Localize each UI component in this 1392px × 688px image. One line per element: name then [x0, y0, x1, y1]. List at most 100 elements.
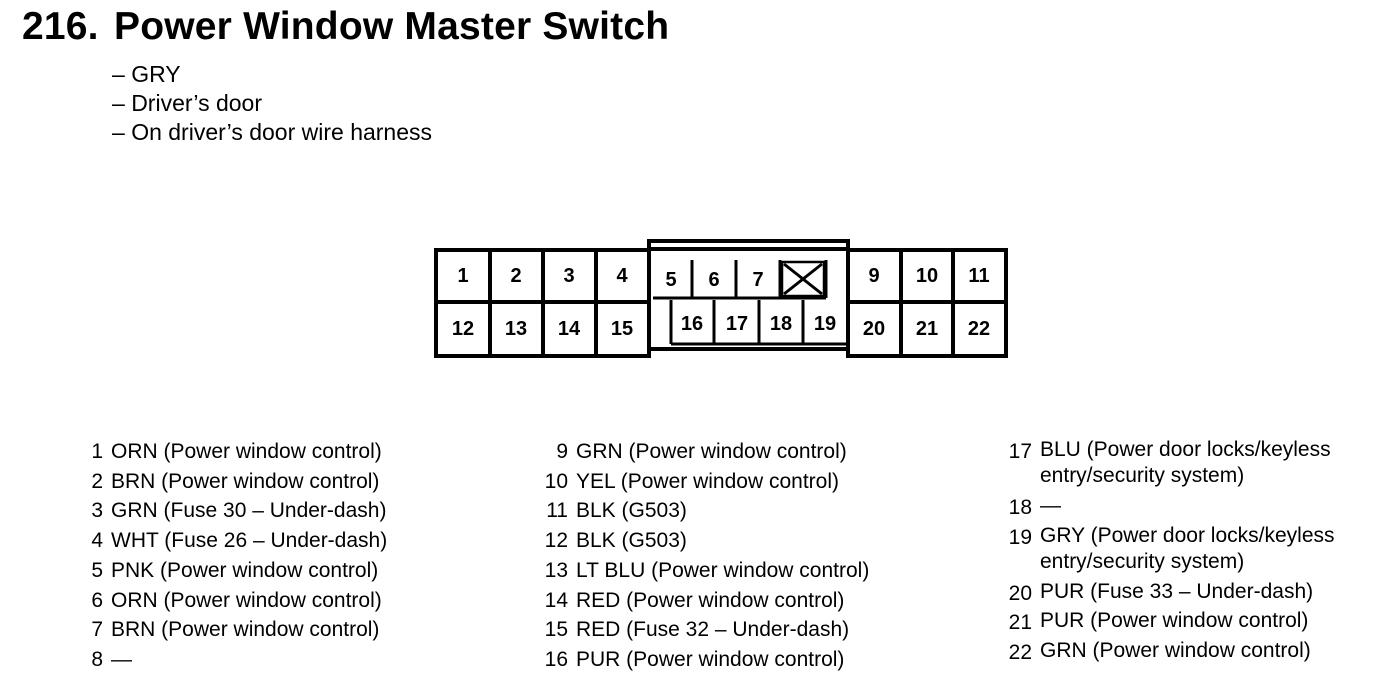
connector-housing: [434, 239, 1008, 358]
pin-entry: 19 GRY (Power door locks/keyless entry/se…: [998, 523, 1360, 575]
connector-details: GRY Driver’s door On driver’s door wire …: [112, 60, 432, 147]
pin-entry: 6 ORN (Power window control): [78, 586, 387, 616]
pin-entry: 3 GRN (Fuse 30 – Under-dash): [78, 496, 387, 526]
pin-entry: 11 BLK (G503): [536, 496, 869, 526]
cavity-label: 3: [563, 265, 574, 287]
pin-number: 19: [1008, 525, 1032, 549]
pin-number: 17: [1008, 440, 1032, 463]
pin-description: PUR (Power window control): [576, 647, 845, 671]
pin-entry: 12 BLK (G503): [536, 526, 869, 556]
pin-entry: 13 LT BLU (Power window control): [536, 556, 870, 586]
pin-description: LT BLU (Power window control): [576, 558, 870, 582]
cavity-label: 19: [814, 313, 836, 335]
pin-number: 3: [91, 499, 103, 523]
pin-description: —: [111, 647, 132, 671]
pin-number: 12: [544, 529, 568, 553]
pin-number: 18: [1008, 496, 1032, 519]
pin-number: 4: [91, 529, 103, 553]
pin-description: BLU (Power door locks/keyless entry/secu…: [1040, 438, 1331, 487]
pin-entry: 17 BLU (Power door locks/keyless entry/se…: [998, 437, 1360, 489]
pin-entry: 16 PUR (Power window control): [536, 645, 869, 675]
connector-location: Driver’s door: [112, 89, 432, 118]
pin-description: GRN (Fuse 30 – Under-dash): [111, 499, 387, 523]
pin-number: 9: [556, 440, 568, 463]
pin-entry: 5 PNK (Power window control): [78, 556, 387, 586]
pin-number: 22: [1008, 641, 1032, 665]
pin-description: ORN (Power window control): [111, 440, 382, 463]
pin-entry: 18 —: [998, 493, 1360, 523]
cavity-label: 9: [868, 265, 879, 287]
pin-list-column-2: 9 GRN (Power window control) 10 YEL (Power…: [536, 437, 870, 675]
pin-number: 14: [544, 588, 568, 612]
pin-number: 6: [91, 588, 103, 612]
cavity-label: 17: [726, 313, 748, 335]
pin-entry: 4 WHT (Fuse 26 – Under-dash): [78, 526, 387, 556]
cavity-label: 2: [510, 265, 521, 287]
pin-number: 21: [1008, 611, 1032, 635]
pin-number: 7: [91, 618, 103, 642]
pin-description: PUR (Fuse 33 – Under-dash): [1040, 579, 1314, 603]
connector-harness: On driver’s door wire harness: [112, 118, 432, 147]
pin-entry: 20 PUR (Fuse 33 – Under-dash): [998, 579, 1360, 609]
pin-description: PUR (Power window control): [1040, 609, 1309, 633]
pin-entry: 15 RED (Fuse 32 – Under-dash): [536, 615, 869, 645]
pin-description: YEL (Power window control): [576, 469, 839, 493]
section-number: 216.: [22, 5, 99, 48]
cavity-label: 13: [505, 318, 527, 340]
cavity-label: 4: [616, 265, 628, 287]
pin-number: 13: [544, 558, 568, 582]
cavity-label: 15: [611, 318, 633, 340]
cavity-label: 6: [708, 269, 719, 291]
pin-entry: 9 GRN (Power window control): [536, 437, 869, 467]
pin-number: 1: [91, 440, 103, 463]
cavity-label: 12: [452, 318, 474, 340]
cavity-label: 5: [665, 269, 676, 291]
connector-title: Power Window Master Switch: [114, 5, 670, 48]
connector-color: GRY: [112, 60, 432, 89]
pin-number: 10: [544, 469, 568, 493]
pin-description: BRN (Power window control): [111, 469, 380, 493]
pin-description: —: [1040, 494, 1061, 517]
cavity-label: 20: [863, 318, 885, 340]
pin-description: BRN (Power window control): [111, 618, 380, 642]
cavity-label: 21: [916, 318, 938, 340]
page-title: 216. Power Window Master Switch: [22, 5, 669, 49]
pin-description: RED (Fuse 32 – Under-dash): [576, 618, 850, 642]
pin-description: GRN (Power window control): [576, 440, 847, 463]
pin-entry: 7 BRN (Power window control): [78, 615, 387, 645]
pin-number: 8: [91, 647, 103, 671]
cavity-label: 18: [770, 313, 792, 335]
pin-entry: 8—: [78, 645, 387, 675]
pin-description: BLK (G503): [576, 529, 687, 553]
pin-number: 20: [1008, 581, 1032, 605]
cavity-label: 1: [457, 265, 468, 287]
cavity-label: 11: [968, 265, 989, 287]
pin-description: WHT (Fuse 26 – Under-dash): [111, 529, 388, 553]
pin-entry: 2 BRN (Power window control): [78, 467, 387, 497]
pin-number: 16: [544, 647, 568, 671]
pin-entry: 1 ORN (Power window control): [78, 437, 387, 467]
pin-list-column-3: 17 BLU (Power door locks/keyless entry/se…: [998, 437, 1360, 668]
pin-number: 15: [544, 618, 568, 642]
pin-entry: 10 YEL (Power window control): [536, 467, 869, 497]
pin-description: ORN (Power window control): [111, 588, 382, 612]
pin-number: 2: [91, 469, 103, 493]
pin-description: GRN (Power window control): [1040, 639, 1311, 663]
pin-description: GRY (Power door locks/keyless entry/secu…: [1040, 523, 1335, 573]
pin-number: 5: [91, 558, 103, 582]
cavity-label: 14: [558, 318, 581, 340]
cavity-label: 10: [916, 265, 938, 287]
pin-number: 11: [546, 499, 568, 523]
cavity-label: 22: [968, 318, 990, 340]
pin-entry: 22 GRN (Power window control): [998, 638, 1360, 668]
pin-description: RED (Power window control): [576, 588, 845, 612]
cavity-label: 16: [681, 313, 703, 335]
pin-description: PNK (Power window control): [111, 558, 379, 582]
pin-entry: 21 PUR (Power window control): [998, 608, 1360, 638]
empty-cavity-x-mark: [780, 260, 826, 298]
cavity-label: 7: [752, 269, 763, 291]
pin-entry: 14 RED (Power window control): [536, 586, 869, 616]
pin-description: BLK (G503): [576, 499, 687, 523]
